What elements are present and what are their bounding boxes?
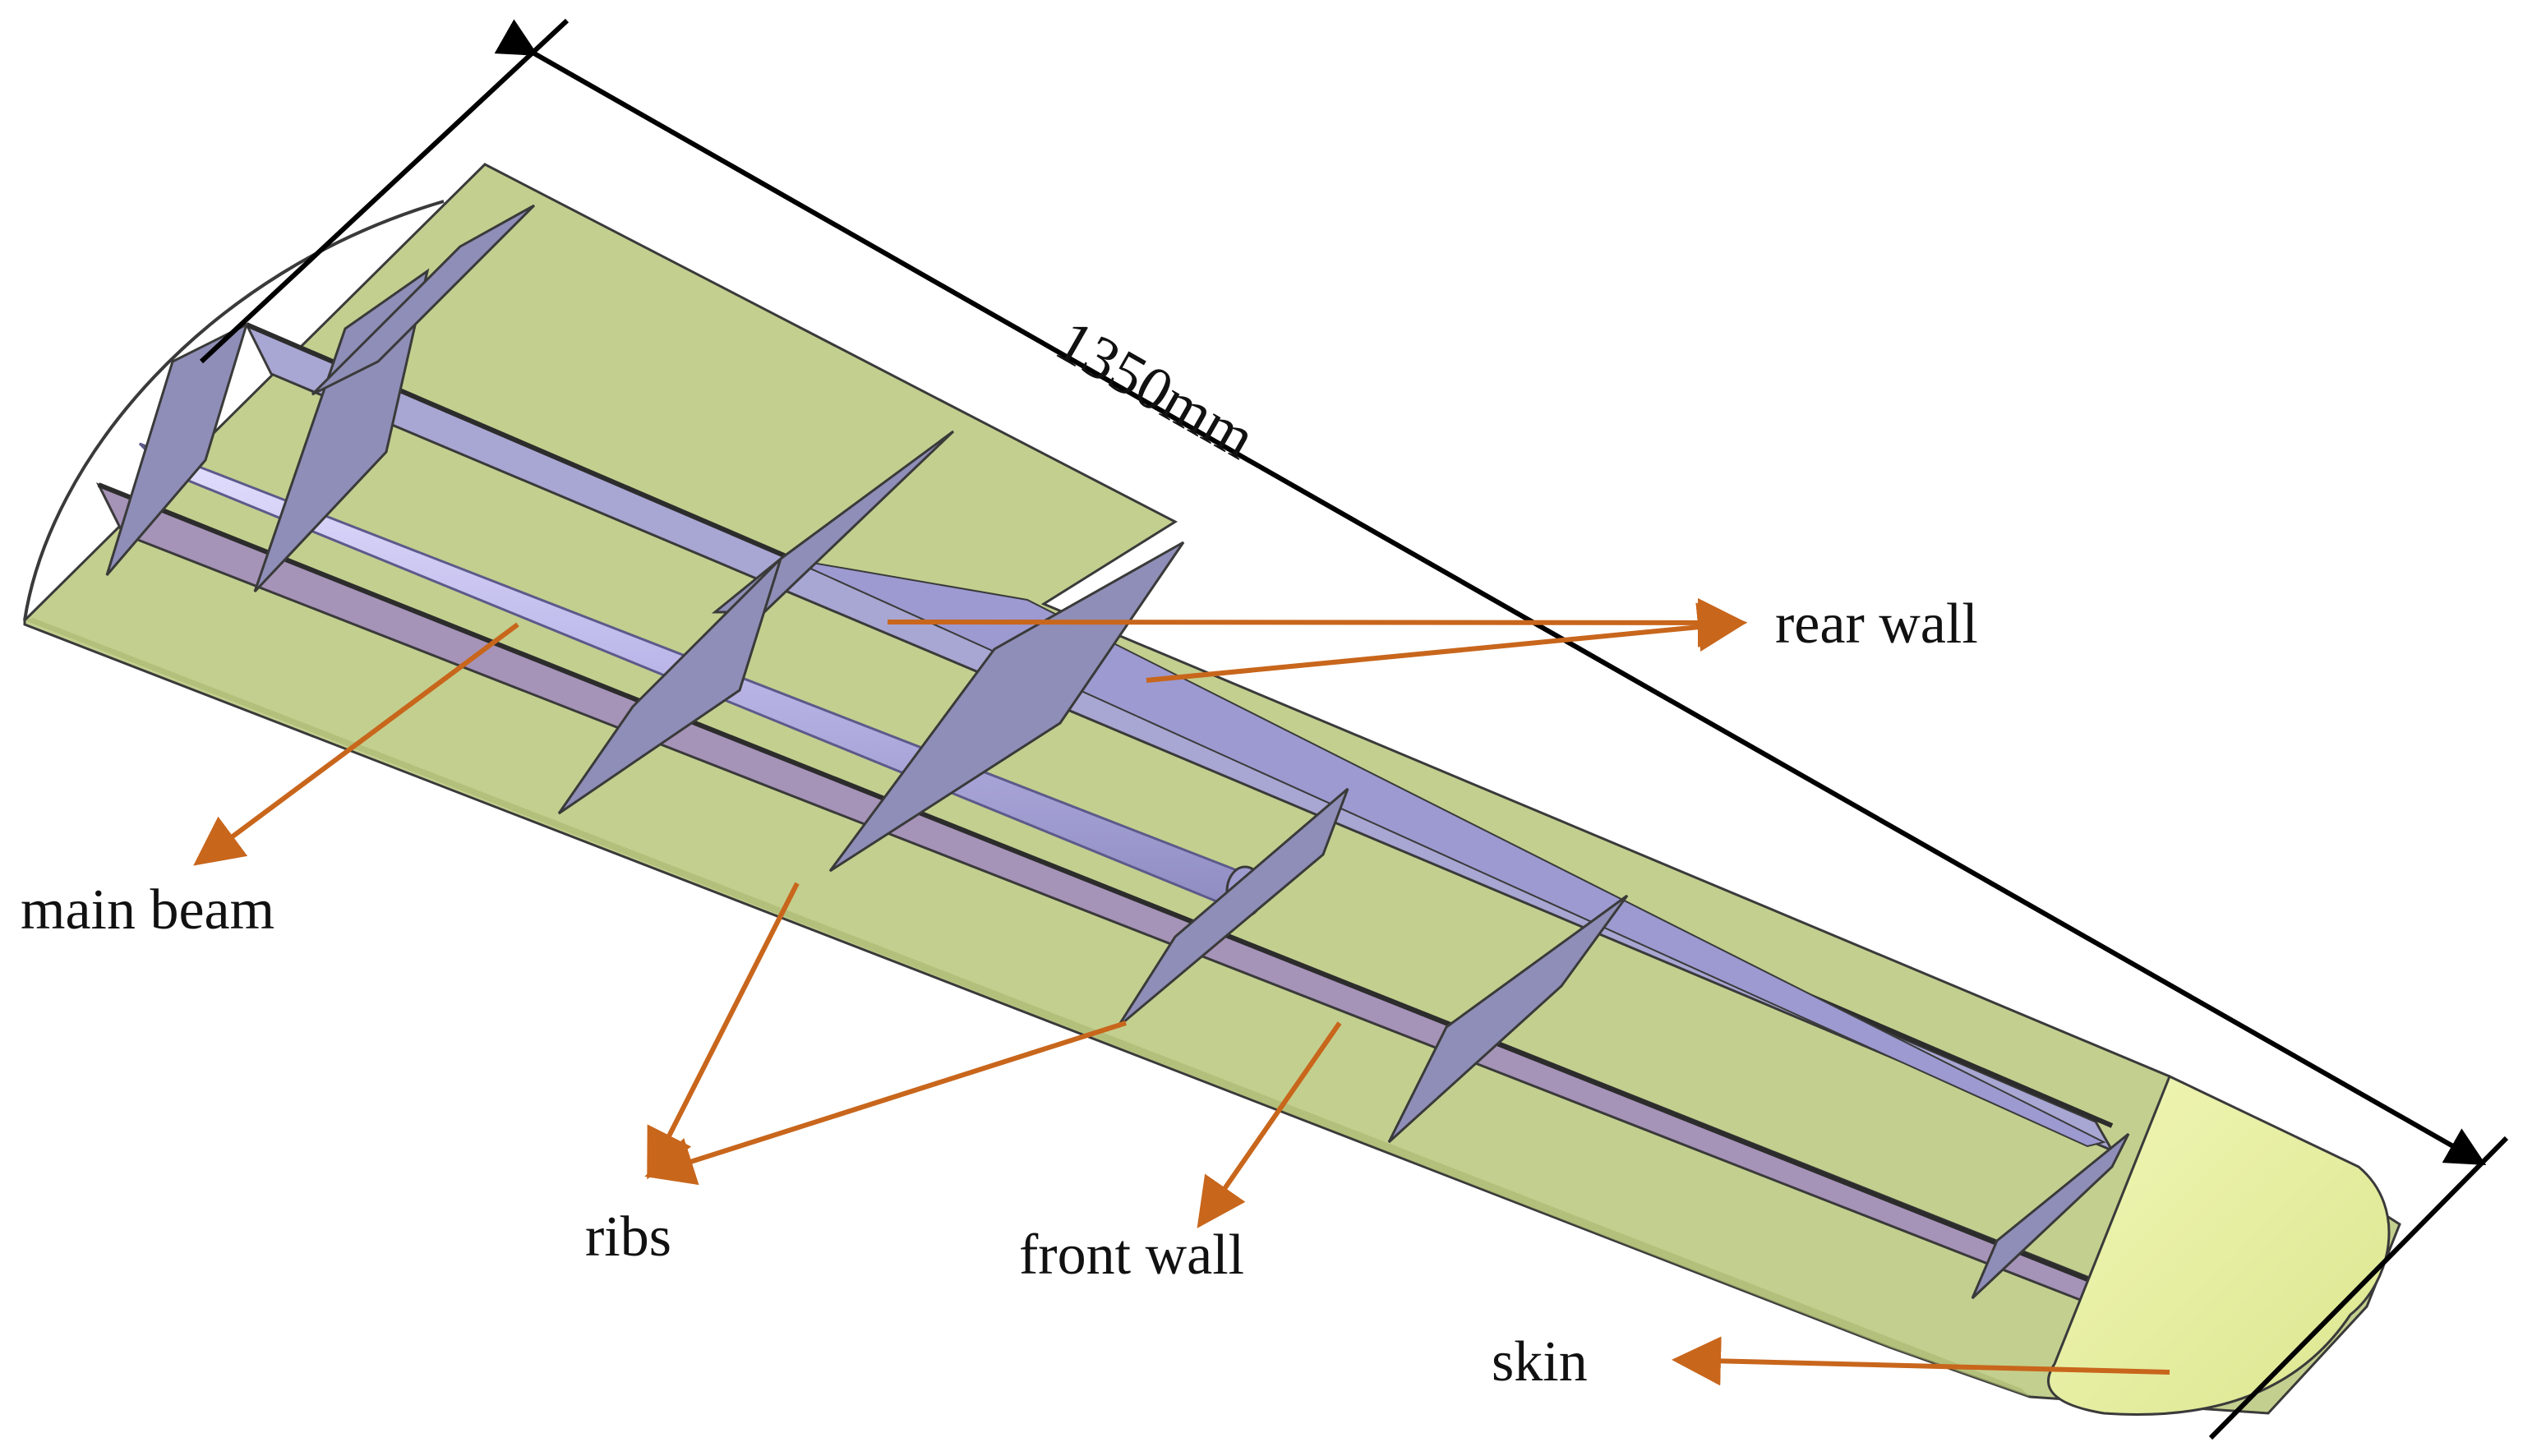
dimension-extension-right xyxy=(2208,1136,2509,1440)
rear-wall-arrow-1 xyxy=(887,597,1747,647)
ribs-arrow-2 xyxy=(644,1021,1127,1186)
callout-arrows xyxy=(193,597,2170,1386)
front-wall-arrow xyxy=(1197,1021,1342,1228)
label-main-beam: main beam xyxy=(21,878,274,942)
dimension-label: 1350mm xyxy=(1045,307,1266,473)
label-ribs: ribs xyxy=(585,1205,671,1269)
label-rear-wall: rear wall xyxy=(1775,592,1978,656)
label-skin: skin xyxy=(1492,1330,1588,1394)
skin-arrow xyxy=(1672,1336,2170,1386)
root-leading-edge xyxy=(23,200,445,621)
callout-labels: rear wall main beam ribs front wall skin xyxy=(21,592,1978,1394)
rib xyxy=(105,322,249,576)
ribs-arrow-1 xyxy=(647,882,800,1180)
main-beam-arrow xyxy=(193,622,519,866)
rib xyxy=(1971,1132,2130,1300)
dimension-line xyxy=(494,19,2487,1165)
rear-wall-arrow-2 xyxy=(1146,602,1747,683)
label-front-wall: front wall xyxy=(1019,1223,1244,1287)
